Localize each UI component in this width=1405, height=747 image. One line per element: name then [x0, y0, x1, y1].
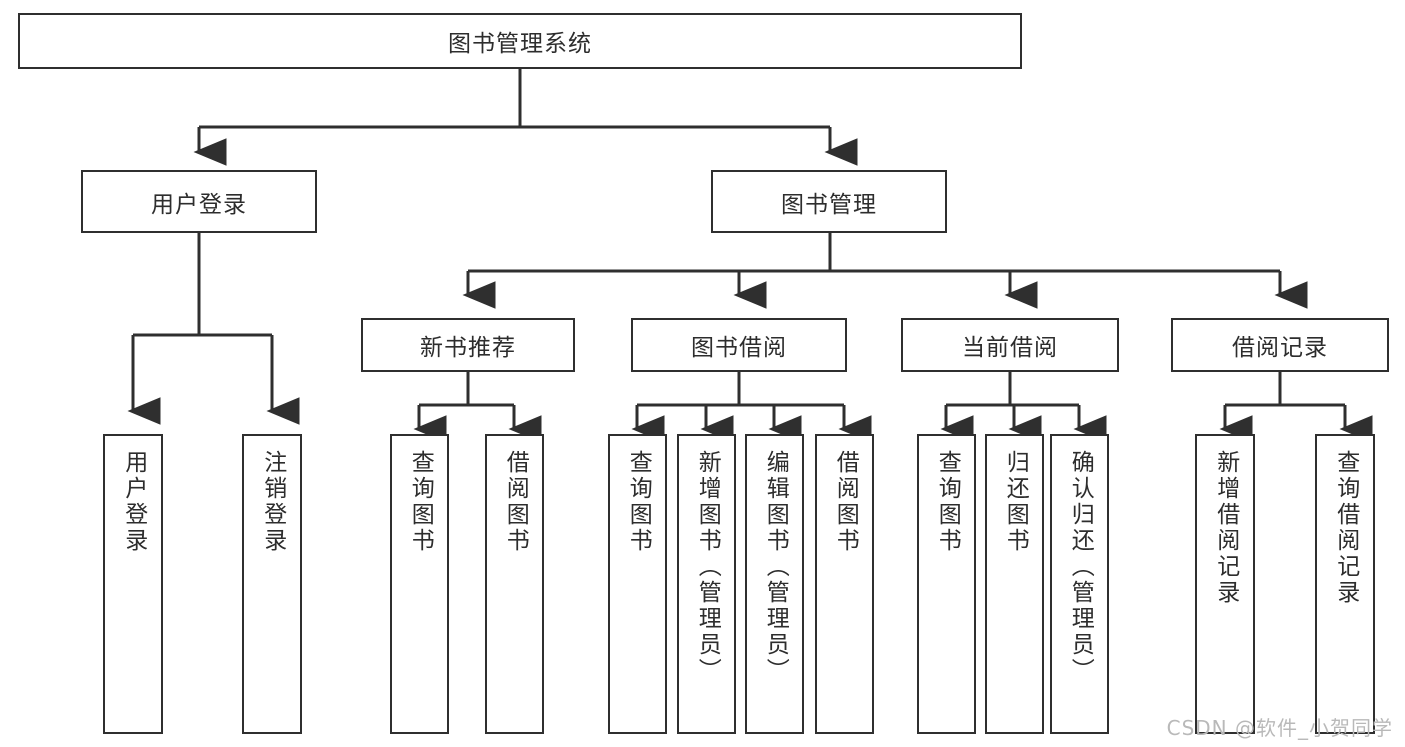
leaf-borrow-record-query-label: 查询借阅记录 [1332, 450, 1359, 606]
leaf-current-borrow-confirm-label: 确认归还（管理员） [1067, 450, 1094, 684]
leaf-book-borrow-query[interactable]: 查询图书 [608, 434, 667, 734]
leaf-borrow-record-query[interactable]: 查询借阅记录 [1315, 434, 1375, 734]
leaf-user-login-signin-label: 用户登录 [120, 450, 147, 554]
leaf-new-book-query-label: 查询图书 [407, 450, 434, 554]
node-new-book-recommend[interactable]: 新书推荐 [361, 318, 575, 372]
leaf-book-borrow-borrow-label: 借阅图书 [832, 450, 859, 554]
leaf-current-borrow-return[interactable]: 归还图书 [985, 434, 1044, 734]
leaf-current-borrow-return-label: 归还图书 [1002, 450, 1029, 554]
leaf-user-login-signout-label: 注销登录 [259, 450, 286, 554]
leaf-new-book-borrow-label: 借阅图书 [502, 450, 529, 554]
leaf-book-borrow-add[interactable]: 新增图书（管理员） [677, 434, 736, 734]
node-root-system-label: 图书管理系统 [448, 31, 592, 57]
node-current-borrow[interactable]: 当前借阅 [901, 318, 1119, 372]
leaf-book-borrow-query-label: 查询图书 [625, 450, 652, 554]
leaf-user-login-signout[interactable]: 注销登录 [242, 434, 302, 734]
leaf-current-borrow-query[interactable]: 查询图书 [917, 434, 976, 734]
leaf-new-book-borrow[interactable]: 借阅图书 [485, 434, 544, 734]
node-user-login-label: 用户登录 [151, 191, 247, 218]
node-book-management[interactable]: 图书管理 [711, 170, 947, 233]
leaf-book-borrow-edit-label: 编辑图书（管理员） [762, 450, 789, 684]
node-current-borrow-label: 当前借阅 [962, 335, 1058, 361]
node-book-borrow[interactable]: 图书借阅 [631, 318, 847, 372]
node-book-borrow-label: 图书借阅 [691, 335, 787, 361]
leaf-user-login-signin[interactable]: 用户登录 [103, 434, 163, 734]
leaf-new-book-query[interactable]: 查询图书 [390, 434, 449, 734]
leaf-current-borrow-confirm[interactable]: 确认归还（管理员） [1050, 434, 1109, 734]
leaf-current-borrow-query-label: 查询图书 [934, 450, 961, 554]
leaf-book-borrow-edit[interactable]: 编辑图书（管理员） [745, 434, 804, 734]
leaf-book-borrow-add-label: 新增图书（管理员） [694, 450, 721, 684]
node-borrow-record[interactable]: 借阅记录 [1171, 318, 1389, 372]
node-new-book-recommend-label: 新书推荐 [420, 335, 516, 361]
node-user-login[interactable]: 用户登录 [81, 170, 317, 233]
leaf-book-borrow-borrow[interactable]: 借阅图书 [815, 434, 874, 734]
leaf-borrow-record-add[interactable]: 新增借阅记录 [1195, 434, 1255, 734]
leaf-borrow-record-add-label: 新增借阅记录 [1212, 450, 1239, 606]
node-root-system[interactable]: 图书管理系统 [18, 13, 1022, 69]
node-borrow-record-label: 借阅记录 [1232, 335, 1328, 361]
node-book-management-label: 图书管理 [781, 191, 877, 218]
